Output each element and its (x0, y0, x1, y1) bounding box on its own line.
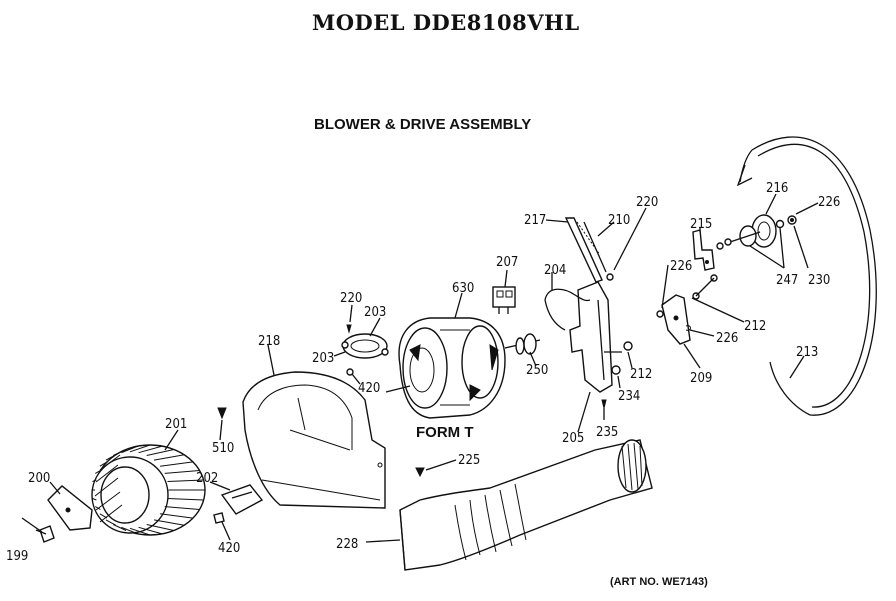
part-label-218: 218 (258, 334, 280, 349)
part-label-200: 200 (28, 471, 50, 486)
part-label-235: 235 (596, 425, 618, 440)
part-label-210: 210 (608, 213, 630, 228)
part-label-204: 204 (544, 263, 566, 278)
art-number: (ART NO. WE7143) (610, 576, 708, 588)
model-title: MODEL DDE8108VHL (312, 10, 580, 35)
part-label-247: 247 (776, 273, 798, 288)
idler-pulley-drawing (656, 214, 797, 345)
blower-fin (153, 454, 185, 461)
blower-housing-drawing (242, 371, 386, 509)
part-label-216: 216 (766, 181, 788, 196)
blower-fin (121, 445, 138, 454)
part-label-510: 510 (212, 441, 234, 456)
blower-fin (129, 527, 151, 536)
blower-fin (164, 470, 200, 474)
blower-fin (160, 461, 194, 467)
wheel-bracket-drawing (21, 485, 93, 543)
blower-fin (167, 498, 204, 501)
part-label-226-right: 226 (818, 195, 840, 210)
blower-fin (95, 470, 101, 474)
part-label-213: 213 (796, 345, 818, 360)
centrifugal-switch-drawing (492, 286, 516, 314)
motor-bracket-drawing (544, 217, 633, 409)
part-label-201: 201 (165, 417, 187, 432)
part-label-220-left: 220 (340, 291, 362, 306)
part-label-215: 215 (690, 217, 712, 232)
blower-fin (146, 449, 175, 456)
assembly-title: BLOWER & DRIVE ASSEMBLY (314, 116, 532, 133)
blower-fin (167, 479, 204, 482)
part-label-203-upper: 203 (364, 305, 386, 320)
blower-fin (129, 444, 151, 453)
part-label-228: 228 (336, 537, 358, 552)
part-label-225: 225 (458, 453, 480, 468)
form-label: FORM T (416, 424, 474, 441)
fasteners-drawing (213, 407, 425, 524)
blower-fin (99, 461, 108, 467)
exhaust-duct-drawing (399, 439, 653, 571)
blower-fin (153, 519, 185, 526)
part-label-226-left: 226 (670, 259, 692, 274)
part-label-199: 199 (6, 549, 28, 564)
blower-fin (138, 445, 163, 454)
part-label-212-left: 212 (630, 367, 652, 382)
blower-fin (113, 449, 127, 456)
blower-fin (92, 498, 97, 501)
drum-belt-drawing (736, 136, 877, 416)
blower-fin (160, 513, 194, 519)
blower-wheel-drawing (91, 444, 206, 536)
part-label-226-center: 226 (716, 331, 738, 346)
part-label-205: 205 (562, 431, 584, 446)
part-label-420-lower: 420 (218, 541, 240, 556)
part-label-207: 207 (496, 255, 518, 270)
part-label-220-right: 220 (636, 195, 658, 210)
blower-fin (146, 524, 175, 531)
part-label-202: 202 (196, 471, 218, 486)
part-label-230: 230 (808, 273, 830, 288)
motor-clamp-drawing (341, 324, 389, 376)
motor-drawing (385, 317, 541, 419)
part-number-labels: 199 200 201 202 203 203 204 205 207 209 … (6, 181, 840, 564)
part-label-234: 234 (618, 389, 640, 404)
part-label-630: 630 (452, 281, 474, 296)
blower-fin (121, 526, 138, 535)
part-label-420-upper: 420 (358, 381, 380, 396)
part-label-250: 250 (526, 363, 548, 378)
blower-fin (105, 519, 116, 526)
part-label-217: 217 (524, 213, 546, 228)
blower-fin (138, 526, 163, 535)
leader-lines (35, 193, 819, 543)
part-label-209: 209 (690, 371, 712, 386)
part-label-212-right: 212 (744, 319, 766, 334)
part-label-203-lower: 203 (312, 351, 334, 366)
seal-clip-drawing (220, 484, 264, 515)
blower-fin (92, 479, 97, 482)
blower-fin (164, 506, 200, 510)
